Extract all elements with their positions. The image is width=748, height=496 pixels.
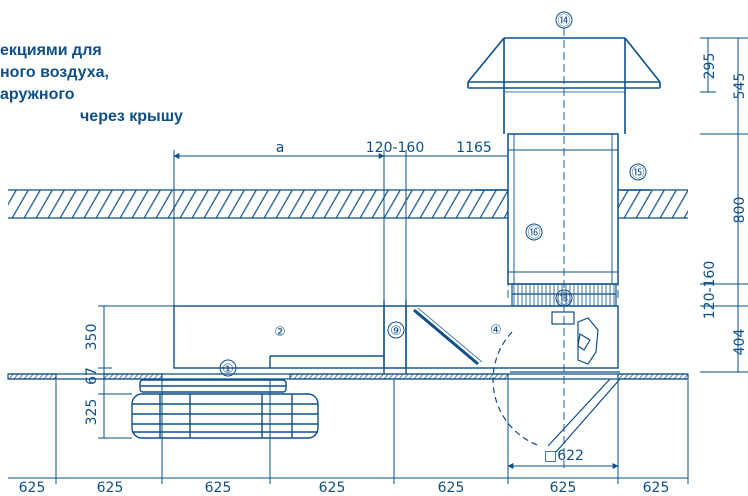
dim-roof-duct: 800 (732, 197, 748, 224)
grid-label-1: 625 (19, 480, 46, 496)
callout-4: ④ (490, 323, 502, 338)
centerlines (507, 28, 619, 470)
dim-hood-total: 545 (732, 73, 748, 100)
ceiling-line (7, 373, 689, 380)
dim-hood-top: 295 (702, 53, 718, 80)
caption-line-4: через крышу (80, 108, 183, 125)
unit-housing (173, 300, 619, 374)
fan-motor (551, 311, 599, 365)
roof-slab (8, 189, 688, 219)
callout-2: ② (274, 325, 286, 340)
caption-line-2: ного воздуха, (0, 64, 109, 81)
dim-roof-width: 1165 (456, 140, 492, 156)
dim-gap: 120-160 (366, 140, 425, 156)
grid-label-3: 625 (205, 480, 232, 496)
left-dimension-lines (98, 305, 174, 439)
callout-9: ⑨ (390, 324, 402, 339)
caption-line-1: екциями для (0, 42, 102, 59)
dim-diffuser: 325 (84, 399, 100, 426)
roof-hood (467, 37, 661, 134)
dim-roof-gap: 120-160 (702, 261, 718, 320)
grid-label-7: 625 (643, 480, 670, 496)
dim-ceiling: 67 (84, 367, 100, 385)
callout-14: ⑭ (557, 14, 570, 29)
callout-15: ⑮ (631, 166, 644, 181)
callout-13: ⑬ (557, 292, 570, 307)
access-panel (492, 331, 621, 453)
grid-label-2: 625 (97, 480, 124, 496)
callout-1: ① (222, 362, 234, 377)
dim-unit-height-right: 404 (732, 329, 748, 356)
grid-dimension-lines (8, 380, 689, 484)
caption-line-3: аружного (0, 86, 75, 103)
callout-16: ⑯ (527, 226, 540, 241)
filter-element (413, 307, 483, 366)
right-dimension-lines (700, 37, 748, 373)
grid-label-4: 625 (319, 480, 346, 496)
grid-label-6: 625 (550, 480, 577, 496)
ceiling-diffuser (131, 379, 319, 439)
top-dimension-lines (173, 150, 509, 306)
callout-circles (219, 11, 647, 377)
dim-bottom-square: □622 (544, 448, 584, 464)
dim-unit-height-left: 350 (84, 324, 100, 351)
grid-label-5: 625 (438, 480, 465, 496)
dim-a: a (276, 140, 285, 156)
